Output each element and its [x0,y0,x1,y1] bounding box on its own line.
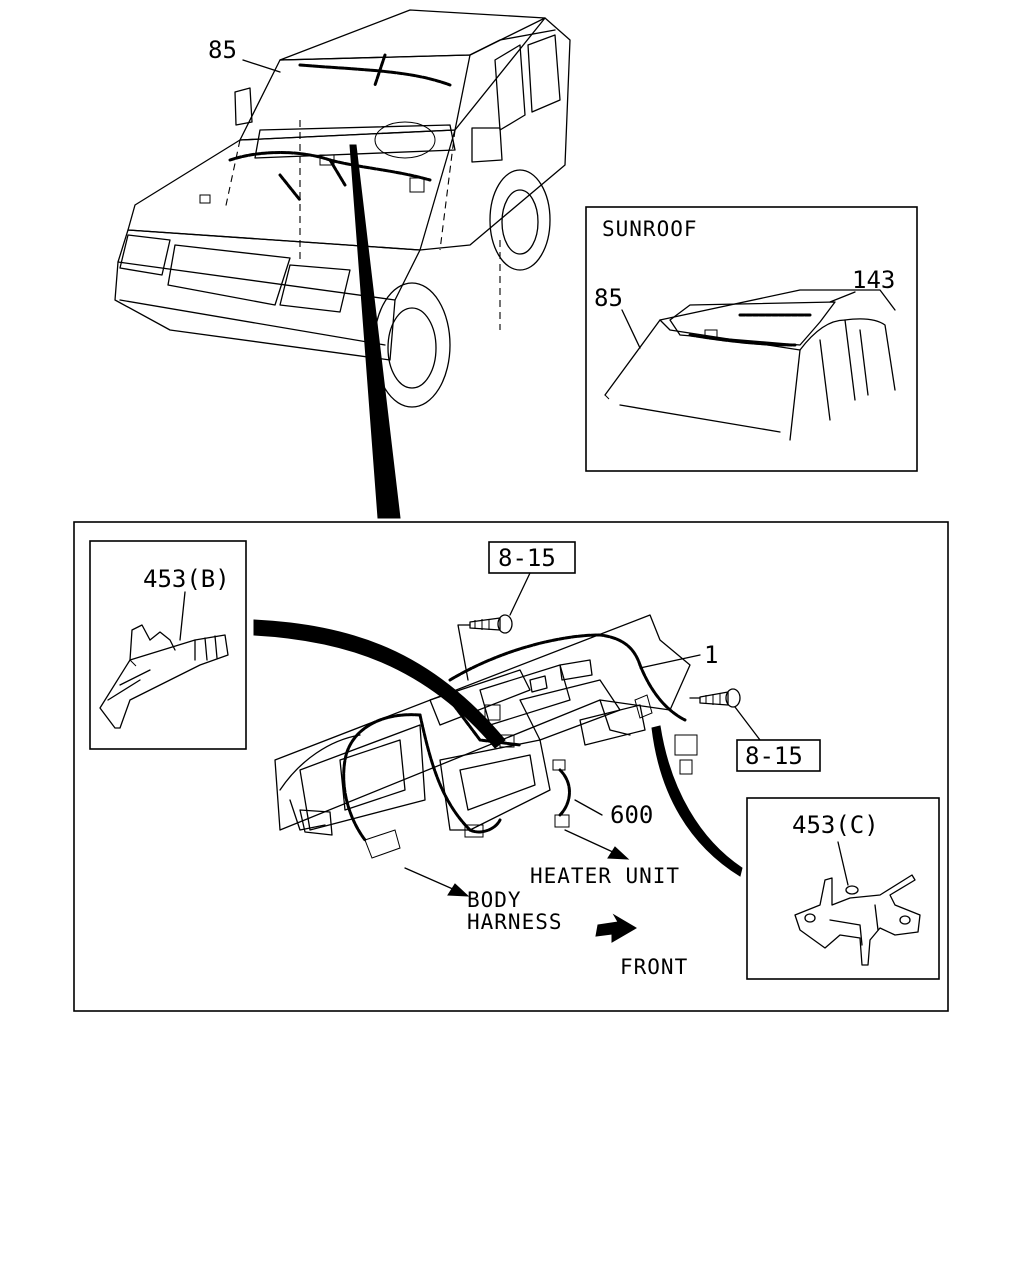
callout-85-sunroof: 85 [594,284,623,312]
bolt-top-icon [469,614,513,634]
vehicle-overview [114,9,571,408]
front-arrow-icon [595,913,637,943]
bracket-453c-illustration [794,841,921,966]
heater-unit-label: HEATER UNIT [530,864,680,888]
body-harness-arrow [404,867,470,897]
ref-box-8-15-right [736,739,821,772]
heater-unit-arrow [564,829,630,860]
front-label: FRONT [620,955,688,979]
ref-box-8-15-top [488,541,576,574]
bolt-right-icon [699,688,741,708]
detail-connector-wedge [349,144,401,519]
body-harness-label-line1: BODY [467,888,522,912]
bracket-453b-illustration [99,591,229,729]
callout-453b: 453(B) [143,565,230,593]
callout-1-leader [639,654,701,669]
sunroof-illustration [604,289,896,441]
sunroof-title: SUNROOF [602,217,698,241]
body-harness-label-line2: HARNESS [467,910,563,934]
ref-8-15-top: 8-15 [498,544,556,572]
lead-453c [651,725,743,877]
ref-8-15-right-leader [734,706,761,741]
callout-453c: 453(C) [792,811,879,839]
instrument-panel-illustration [274,614,698,859]
inset-453b-frame [89,540,247,750]
callout-143: 143 [852,266,895,294]
callout-600-leader [574,799,603,816]
inset-453c-frame [746,797,940,980]
callout-600: 600 [610,801,653,829]
ref-8-15-right: 8-15 [745,742,803,770]
callout-85-main: 85 [208,36,237,64]
ref-8-15-top-leader [509,572,531,616]
callout-1: 1 [704,641,718,669]
